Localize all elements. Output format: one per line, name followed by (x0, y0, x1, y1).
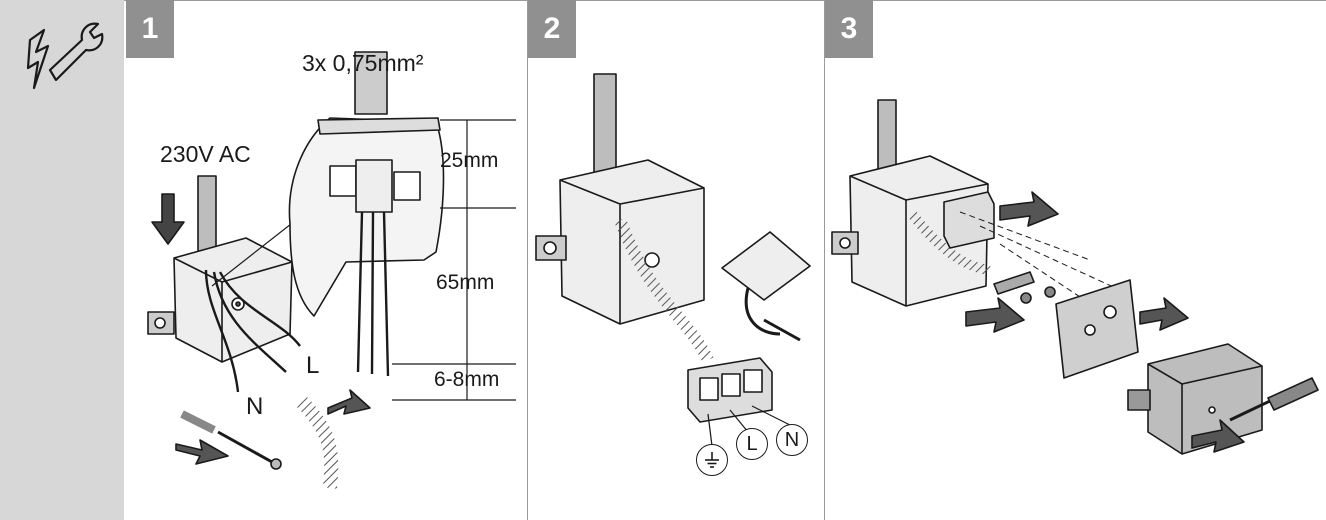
step-3-badge: 3 (825, 0, 873, 58)
voltage-label: 230V AC (160, 141, 251, 167)
cable-sleeve (295, 395, 339, 489)
cable-spec-label: 3x 0,75mm² (302, 50, 424, 76)
sidebar (0, 0, 124, 520)
panel3-terminal-block (943, 191, 995, 249)
push-arrow-icon (965, 191, 1245, 453)
panel2-sleeve (614, 217, 714, 363)
terminal-symbol-l: L (736, 428, 768, 460)
connector-detail (721, 231, 811, 342)
cable-detail (288, 51, 445, 377)
panel1-wires (204, 269, 301, 393)
earth-ground-icon (696, 444, 728, 476)
dimension-65mm: 65mm (436, 271, 495, 294)
connector-block (687, 357, 773, 423)
mounting-plate (1055, 279, 1139, 379)
junction-box (147, 237, 293, 363)
step-1-badge: 1 (126, 0, 174, 58)
assembly-lines (959, 211, 1131, 331)
electrician-tools-icon (26, 22, 104, 90)
top-rule (124, 0, 1326, 1)
wire-label-n: N (246, 393, 264, 420)
panel3-sleeve (908, 210, 991, 275)
wire-label-l: L (306, 352, 320, 379)
step-2-badge: 2 (528, 0, 576, 58)
panel-separator (824, 0, 825, 520)
panel1-cable (197, 175, 217, 255)
panel3-junction-box (831, 155, 989, 307)
terminal-symbol-n: N (776, 424, 808, 456)
strain-relief-clamp (993, 271, 1056, 304)
dimension-25mm: 25mm (440, 149, 499, 172)
panel2-junction-box (535, 159, 705, 325)
panel-separator (527, 0, 528, 520)
push-arrow-icon (151, 193, 185, 245)
dimension-lines (392, 119, 516, 401)
cover-housing (1127, 343, 1263, 455)
wall-plug-and-screw (180, 410, 282, 470)
dimension-6-8mm: 6-8mm (434, 368, 500, 391)
push-arrow-icon (175, 389, 371, 465)
screwdriver (1229, 377, 1319, 422)
